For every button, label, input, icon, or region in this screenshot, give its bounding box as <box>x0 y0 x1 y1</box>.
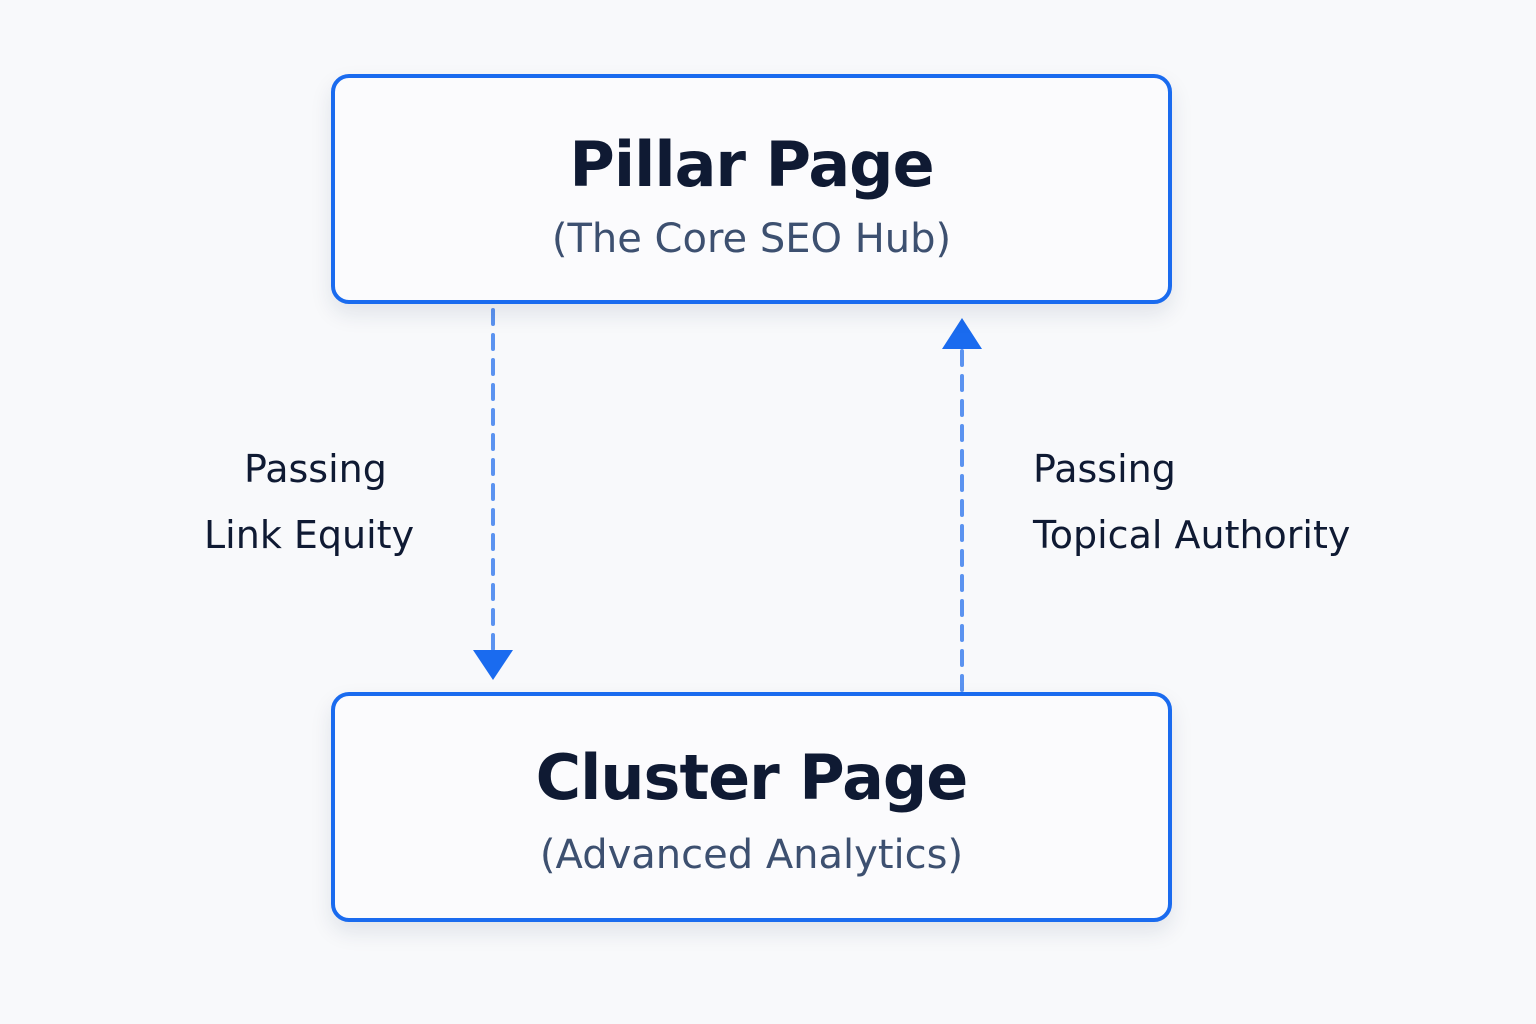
cluster-page-node: Cluster Page (Advanced Analytics) <box>331 692 1172 922</box>
link-equity-label-line1: Passing <box>244 447 387 491</box>
pillar-page-subtitle: (The Core SEO Hub) <box>551 216 952 262</box>
topical-authority-label-line1: Passing <box>1033 447 1176 491</box>
pillar-page-title: Pillar Page <box>569 128 934 201</box>
cluster-page-title: Cluster Page <box>535 741 969 814</box>
cluster-page-subtitle: (Advanced Analytics) <box>539 832 964 878</box>
link-equity-label-line2: Link Equity <box>204 513 415 557</box>
link-equity-arrowhead <box>473 650 513 680</box>
topical-authority-label-line2: Topical Authority <box>1033 513 1351 557</box>
pillar-page-node: Pillar Page (The Core SEO Hub) <box>331 74 1172 304</box>
topical-authority-arrowhead <box>942 318 982 349</box>
